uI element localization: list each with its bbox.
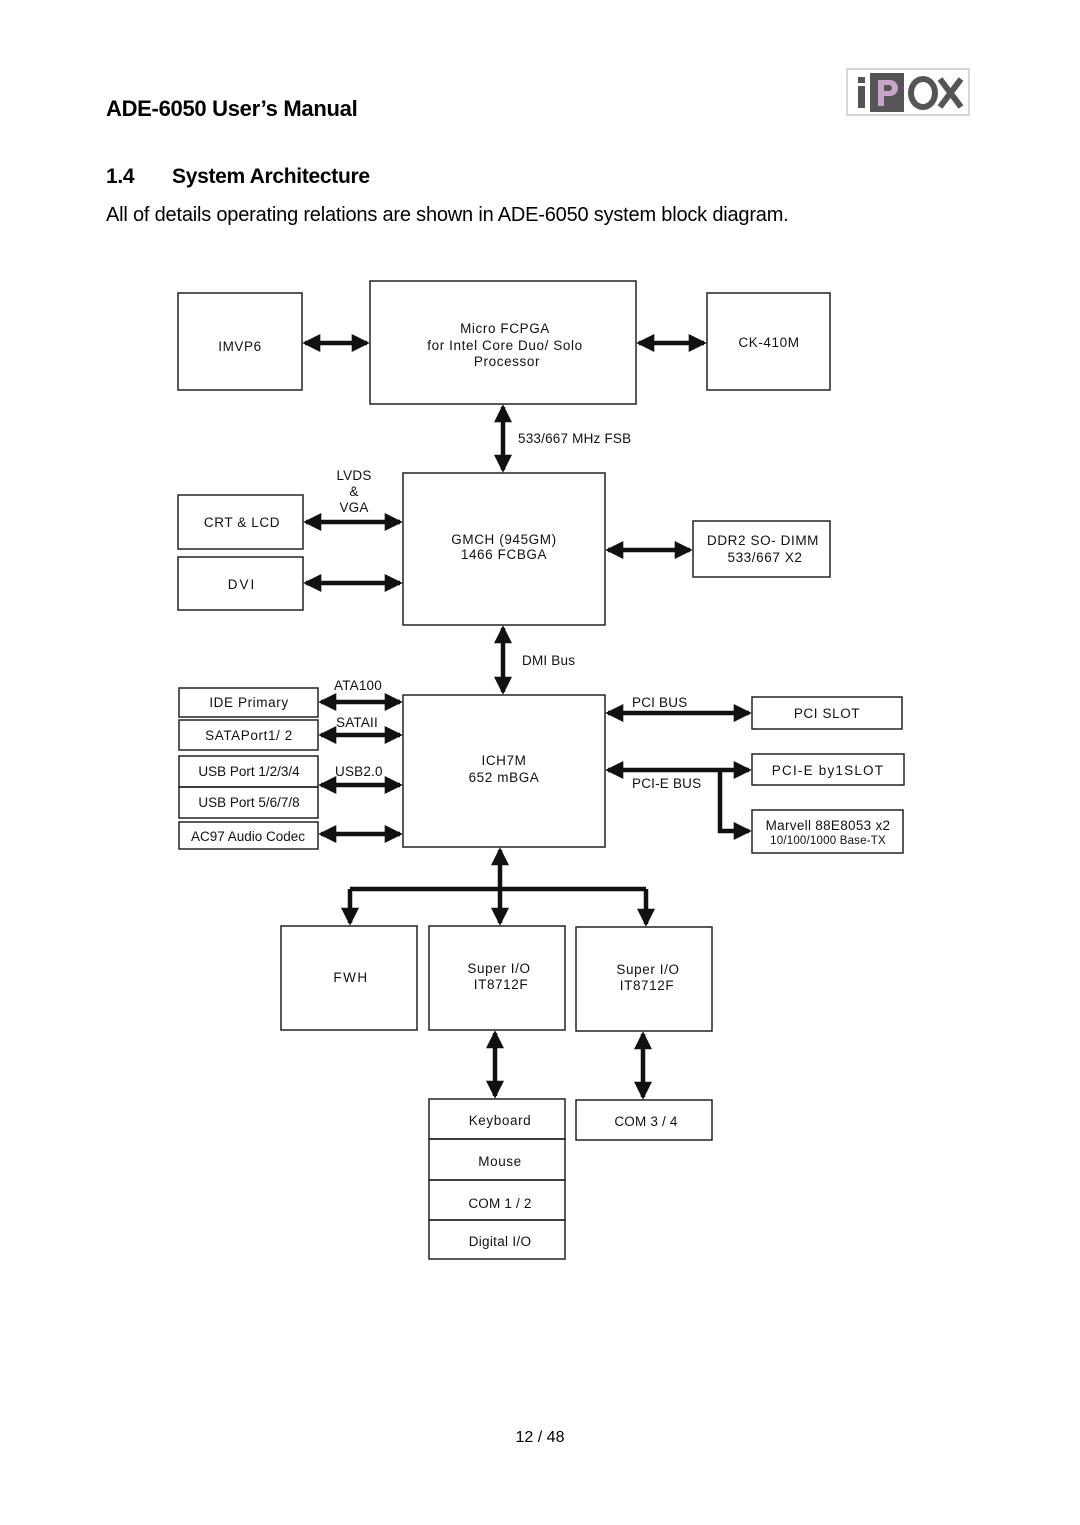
ck410m-label: CK-410M (738, 335, 799, 350)
ich7m-label-line2: 652 mBGA (469, 770, 540, 785)
ipox-logo (846, 68, 970, 116)
fwh-label: FWH (333, 970, 368, 985)
marvell-block (751, 809, 904, 854)
super-io-1-label-line2: IT8712F (474, 977, 528, 992)
super-io-2-label-line2: IT8712F (620, 978, 674, 993)
dmi-bus-label: DMI Bus (522, 653, 575, 668)
intro-paragraph: All of details operating relations are s… (106, 204, 789, 226)
dvi-block (177, 556, 304, 611)
gmch-block (402, 472, 606, 626)
vga-label: VGA (339, 500, 368, 515)
digital-io-block (428, 1219, 566, 1260)
ich7m-block (402, 694, 606, 848)
cpu-block (369, 280, 637, 405)
keyboard-label: Keyboard (469, 1113, 532, 1128)
com34-label: COM 3 / 4 (614, 1114, 678, 1129)
com34-block (575, 1099, 713, 1141)
marvell-label-line1: Marvell 88E8053 x2 (766, 818, 891, 833)
cpu-label-line1: Micro FCPGA (460, 321, 550, 336)
cpu-label-line2: for Intel Core Duo/ Solo (427, 338, 582, 353)
sataii-label: SATAII (336, 715, 378, 730)
lvds-label: LVDS (336, 468, 371, 483)
page-number: 12 / 48 (515, 1429, 565, 1446)
usb-5678-block (178, 786, 319, 819)
ide-primary-label: IDE Primary (209, 695, 288, 710)
pcie-slot-label: PCI-E by1SLOT (772, 763, 884, 778)
ddr2-block (692, 520, 831, 578)
fsb-label: 533/667 MHz FSB (518, 431, 631, 446)
pci-bus-label: PCI BUS (632, 695, 687, 710)
marvell-label-line2: 10/100/1000 Base-TX (770, 835, 886, 847)
usb20-label: USB2.0 (335, 764, 383, 779)
sata-port-block (178, 719, 319, 751)
pcie-bus-label: PCI-E BUS (632, 776, 701, 791)
usb-5678-label: USB Port 5/6/7/8 (198, 795, 299, 810)
gmch-label-line2: 1466 FCBGA (461, 547, 547, 562)
super-io-2-block (575, 926, 713, 1032)
digital-io-label: Digital I/O (469, 1234, 532, 1249)
pci-slot-block (751, 696, 903, 730)
fwh-block (280, 925, 418, 1031)
pci-slot-label: PCI SLOT (794, 706, 860, 721)
crt-lcd-label: CRT & LCD (204, 515, 280, 530)
super-io-1-label-line1: Super I/O (467, 961, 530, 976)
section-number: 1.4 (106, 165, 135, 188)
usb-1234-label: USB Port 1/2/3/4 (198, 764, 300, 779)
sata-port-label: SATAPort1/ 2 (205, 728, 293, 743)
cpu-label-line3: Processor (474, 354, 540, 369)
imvp6-label: IMVP6 (218, 339, 262, 354)
ac97-label: AC97 Audio Codec (191, 829, 305, 844)
super-io-2-label-line1: Super I/O (616, 962, 679, 977)
mouse-label: Mouse (478, 1154, 522, 1169)
com12-label: COM 1 / 2 (468, 1196, 531, 1211)
section-heading: 1.4 System Architecture (106, 165, 370, 189)
gmch-label-line1: GMCH (945GM) (451, 532, 556, 547)
ata100-label: ATA100 (334, 678, 382, 693)
ich7m-label-line1: ICH7M (481, 753, 526, 768)
section-title: System Architecture (172, 165, 370, 188)
ddr2-label-line1: DDR2 SO- DIMM (707, 533, 819, 548)
amp-label: & (349, 484, 358, 499)
ck410m-block (706, 292, 831, 391)
imvp6-block (177, 292, 303, 391)
ac97-block (178, 821, 319, 850)
ddr2-label-line2: 533/667 X2 (727, 550, 802, 565)
super-io-1-block (428, 925, 566, 1031)
ide-primary-block (178, 687, 319, 718)
manual-title: ADE-6050 User’s Manual (106, 96, 358, 121)
dvi-label: DVI (228, 577, 257, 592)
pcie-marvell-arrow (717, 770, 752, 840)
pcie-slot-block (751, 753, 905, 786)
crt-lcd-block (177, 494, 304, 550)
